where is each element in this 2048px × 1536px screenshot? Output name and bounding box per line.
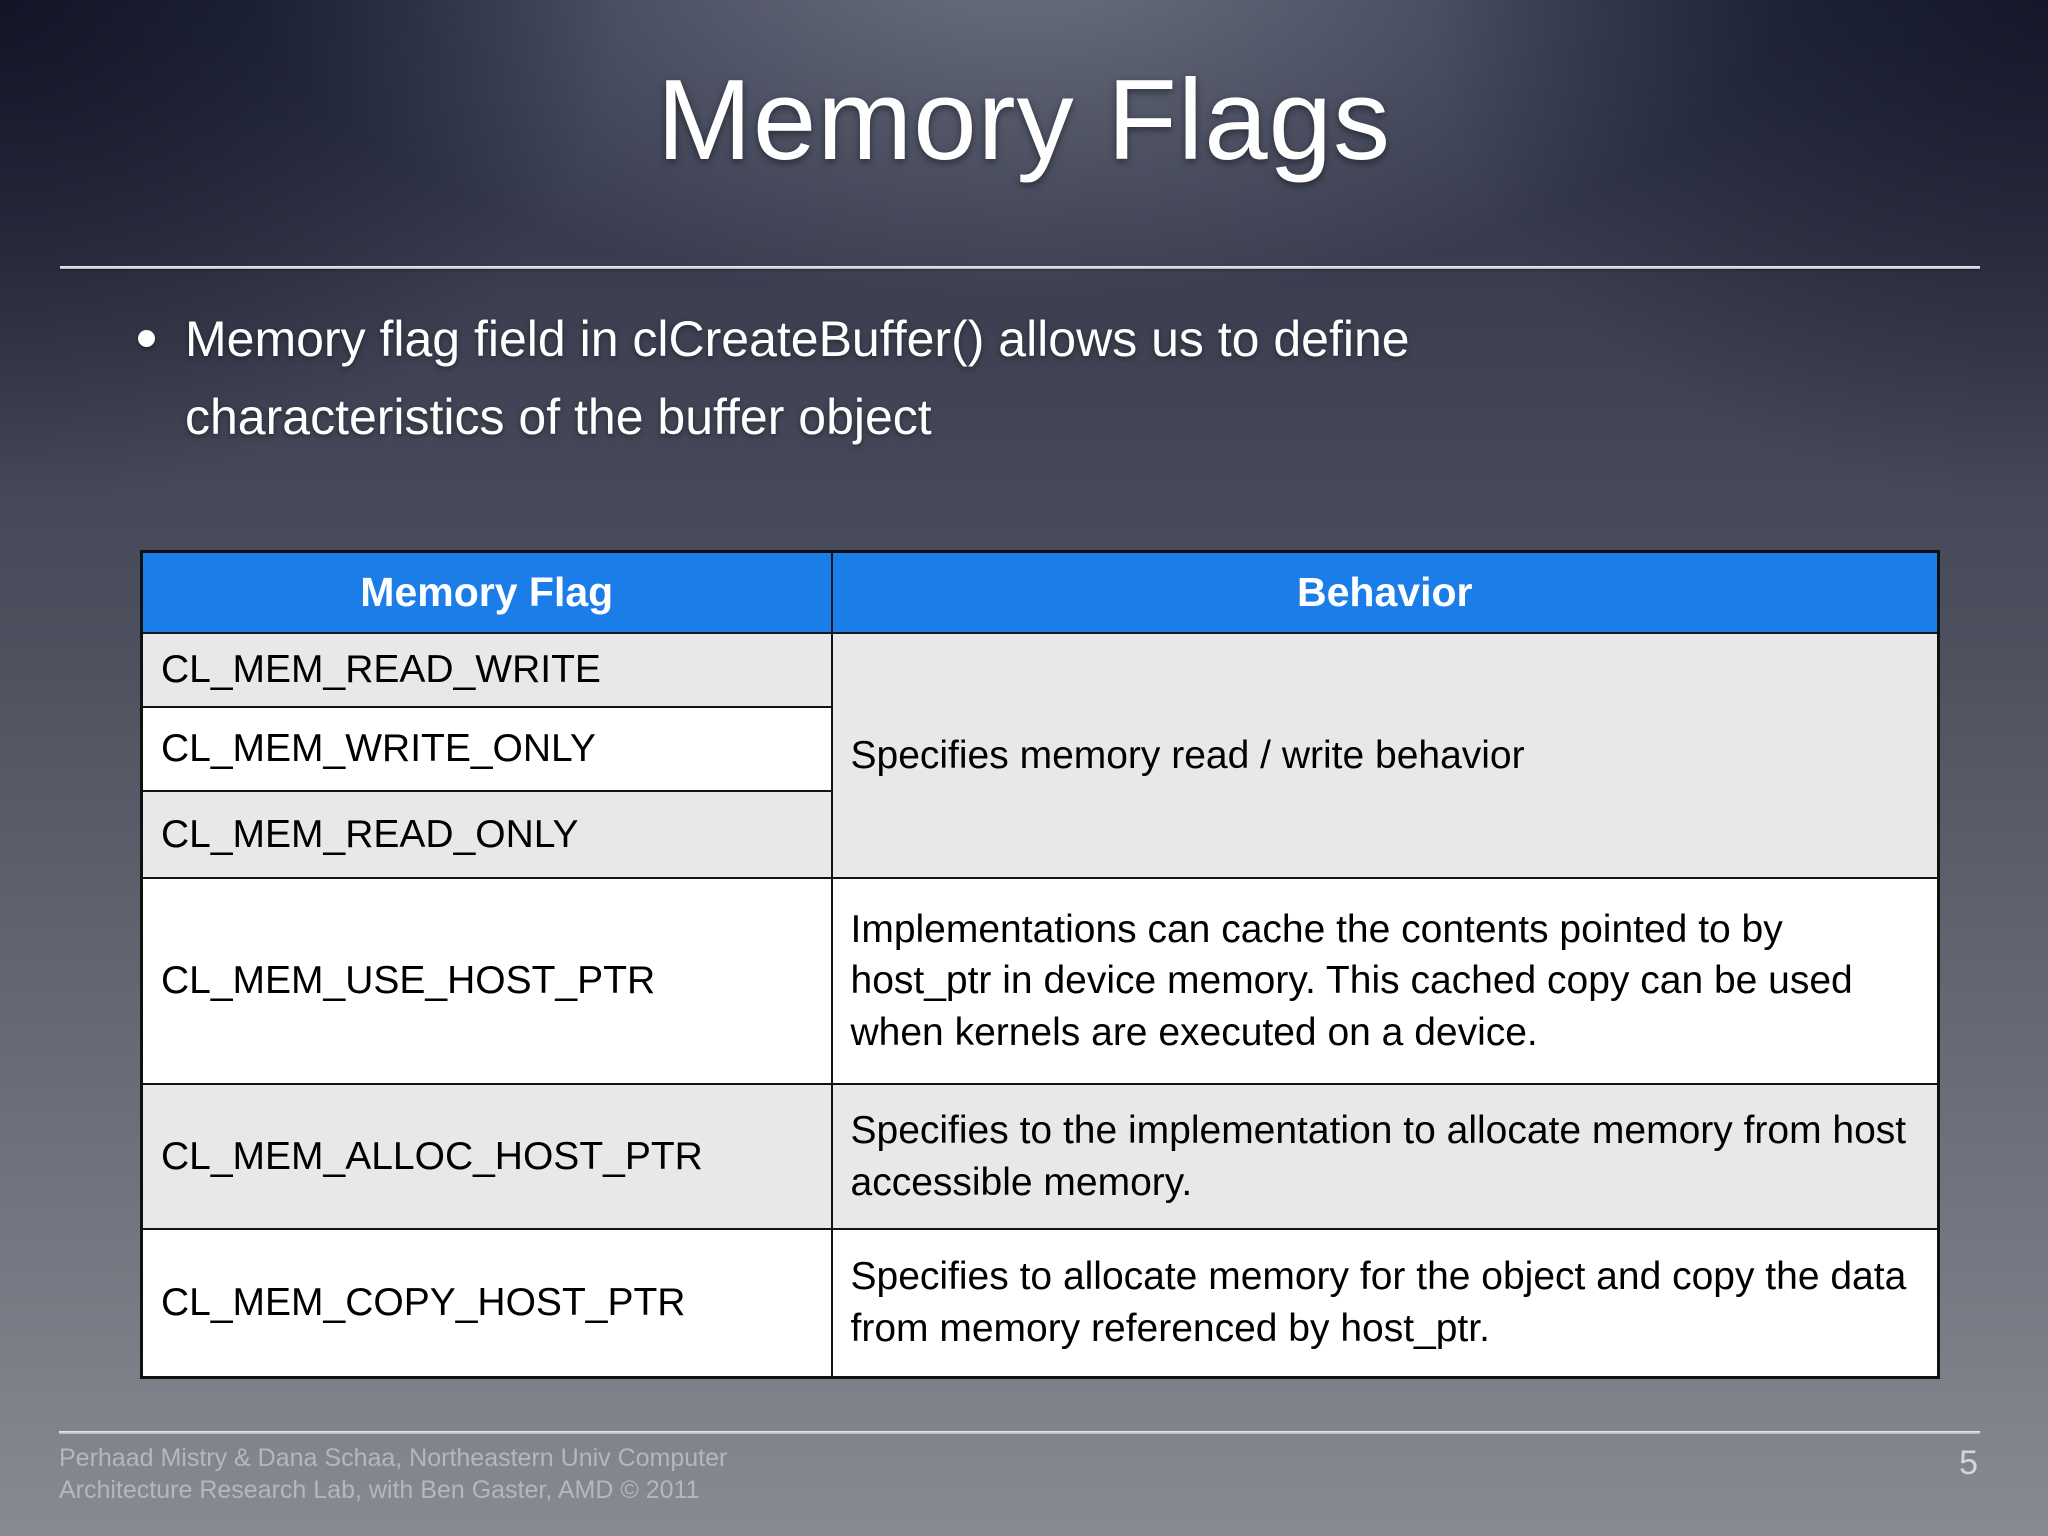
flag-cell-read-write: CL_MEM_READ_WRITE xyxy=(140,632,833,708)
column-header-memory-flag: Memory Flag xyxy=(140,550,833,634)
flag-cell-alloc-host-ptr: CL_MEM_ALLOC_HOST_PTR xyxy=(140,1083,833,1230)
column-header-behavior: Behavior xyxy=(830,550,1940,634)
footer-divider xyxy=(59,1431,1980,1434)
behavior-cell-copy-host-ptr: Specifies to allocate memory for the obj… xyxy=(830,1228,1940,1378)
slide-title: Memory Flags xyxy=(656,57,1392,184)
title-divider xyxy=(60,266,1980,269)
flag-cell-write-only: CL_MEM_WRITE_ONLY xyxy=(140,706,833,792)
flag-cell-copy-host-ptr: CL_MEM_COPY_HOST_PTR xyxy=(140,1228,833,1378)
table-row: CL_MEM_READ_WRITE Specifies memory read … xyxy=(140,632,1940,879)
bullet-text: Memory flag field in clCreateBuffer() al… xyxy=(185,311,1410,445)
footer-credit: Perhaad Mistry & Dana Schaa, Northeaster… xyxy=(59,1444,728,1504)
table-row: CL_MEM_WRITE_ONLY xyxy=(140,706,1939,792)
memory-flags-table: Memory Flag Behavior CL_MEM_READ_WRITE S… xyxy=(140,550,1940,1379)
flag-cell-use-host-ptr: CL_MEM_USE_HOST_PTR xyxy=(140,877,833,1085)
table-row: CL_MEM_USE_HOST_PTR Implementations can … xyxy=(140,877,1940,1085)
bullet-dot-icon xyxy=(138,330,155,347)
table-row: CL_MEM_COPY_HOST_PTR Specifies to alloca… xyxy=(140,1228,1940,1378)
bullet-item: Memory flag field in clCreateBuffer() al… xyxy=(138,300,1558,456)
table-header-row: Memory Flag Behavior xyxy=(140,550,1940,634)
behavior-cell-alloc-host-ptr: Specifies to the implementation to alloc… xyxy=(830,1083,1940,1230)
table-row: CL_MEM_READ_ONLY xyxy=(140,790,1939,879)
page-number: 5 xyxy=(1959,1444,1978,1482)
table-row: CL_MEM_ALLOC_HOST_PTR Specifies to the i… xyxy=(140,1083,1940,1230)
flag-cell-read-only: CL_MEM_READ_ONLY xyxy=(140,790,833,879)
bullet-list: Memory flag field in clCreateBuffer() al… xyxy=(138,300,1558,456)
behavior-cell-read-write-group: Specifies memory read / write behavior xyxy=(830,632,1940,879)
behavior-cell-use-host-ptr: Implementations can cache the contents p… xyxy=(830,877,1940,1085)
